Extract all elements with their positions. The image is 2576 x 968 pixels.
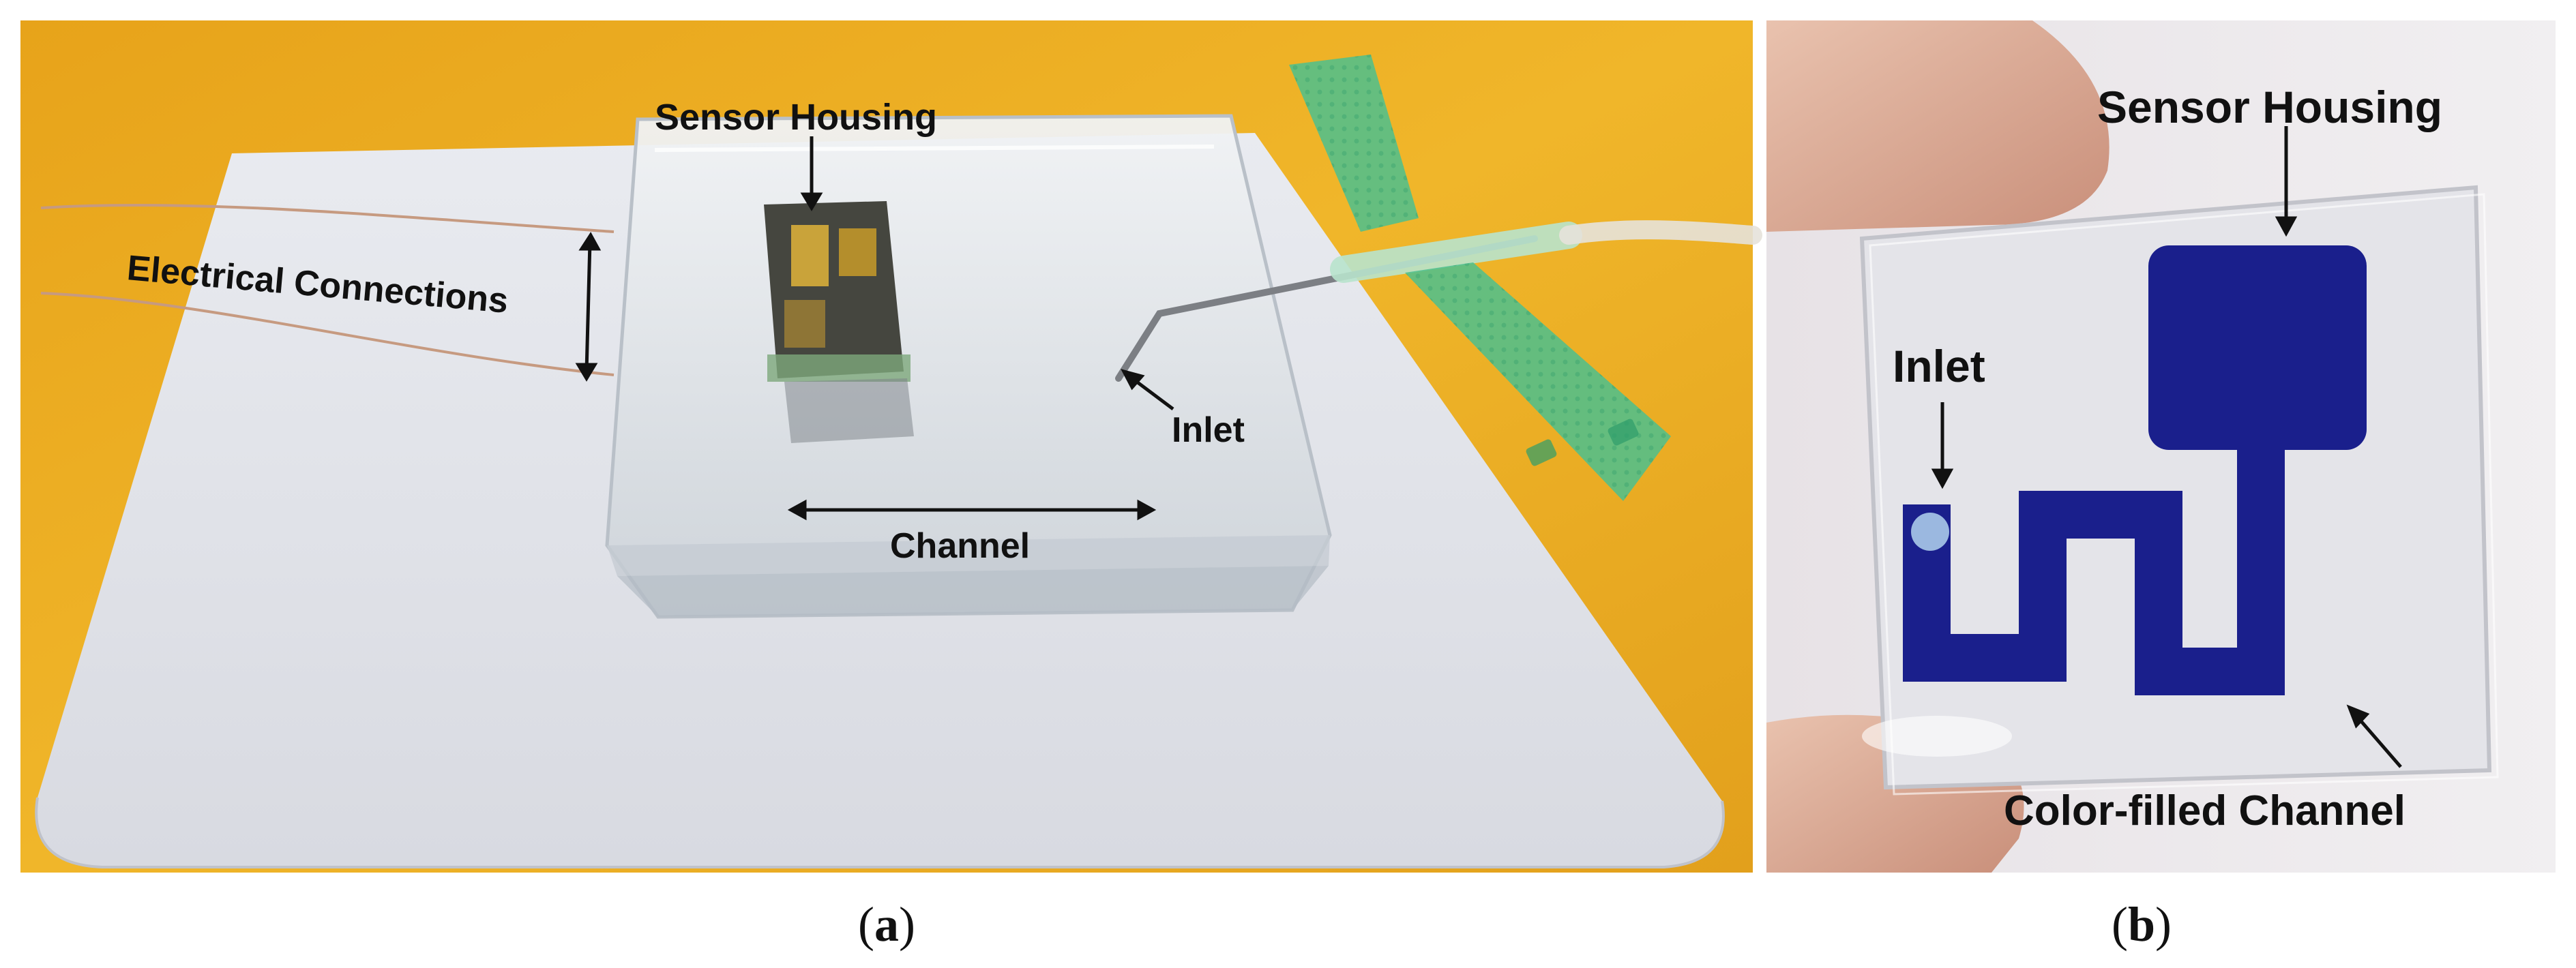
dye-channel bbox=[1903, 245, 2367, 695]
label-inlet-a: Inlet bbox=[1172, 410, 1245, 450]
inlet-b-arrowhead bbox=[1931, 468, 1954, 489]
finger-top bbox=[1766, 20, 2109, 232]
panel-b-arrows bbox=[1931, 126, 2402, 768]
sensor-housing-b-arrowhead bbox=[2275, 216, 2298, 237]
channel-arrowhead-right bbox=[1137, 499, 1157, 521]
sensor-chip bbox=[764, 201, 914, 443]
label-channel-a: Channel bbox=[890, 526, 1030, 566]
panel-b-photo: Sensor Housing Inlet Color-filled Channe… bbox=[1766, 20, 2556, 873]
panel-a-arrows bbox=[575, 136, 1174, 521]
caption-b-letter: b bbox=[2128, 897, 2155, 952]
card-edge bbox=[35, 797, 1725, 868]
sensor-housing-arrowhead bbox=[800, 192, 823, 211]
inlet-hole bbox=[1911, 513, 1949, 551]
needle-assembly bbox=[1115, 55, 1762, 501]
caption-a: (a) bbox=[858, 897, 915, 952]
caption-a-letter: a bbox=[874, 897, 899, 952]
caption-b: (b) bbox=[2112, 897, 2172, 952]
caption-b-close: ) bbox=[2155, 897, 2172, 952]
caption-a-close: ) bbox=[899, 897, 915, 952]
electrical-connections-arrowhead-top bbox=[578, 232, 602, 251]
label-channel-b: Color-filled Channel bbox=[2004, 787, 2405, 834]
dye-sensor-housing bbox=[2148, 245, 2367, 450]
inlet-arrowhead bbox=[1121, 369, 1145, 391]
label-sensor-housing-a: Sensor Housing bbox=[655, 97, 937, 138]
electrical-connections-arrowhead-bottom bbox=[575, 363, 598, 382]
caption-b-open: ( bbox=[2112, 897, 2128, 952]
panel-a-photo: Sensor Housing Electrical Connections In… bbox=[20, 20, 1762, 873]
caption-a-open: ( bbox=[858, 897, 874, 952]
label-sensor-housing-b: Sensor Housing bbox=[2097, 82, 2442, 132]
channel-b-arrowhead bbox=[2346, 704, 2370, 729]
glare bbox=[1862, 716, 2012, 757]
electrical-connections-arrow bbox=[584, 241, 592, 372]
channel-arrowhead-left bbox=[787, 499, 807, 521]
inlet-arrow bbox=[1131, 377, 1174, 410]
electrical-wires bbox=[40, 203, 615, 376]
channel-b-arrow bbox=[2355, 714, 2402, 768]
label-inlet-b: Inlet bbox=[1893, 341, 1985, 391]
